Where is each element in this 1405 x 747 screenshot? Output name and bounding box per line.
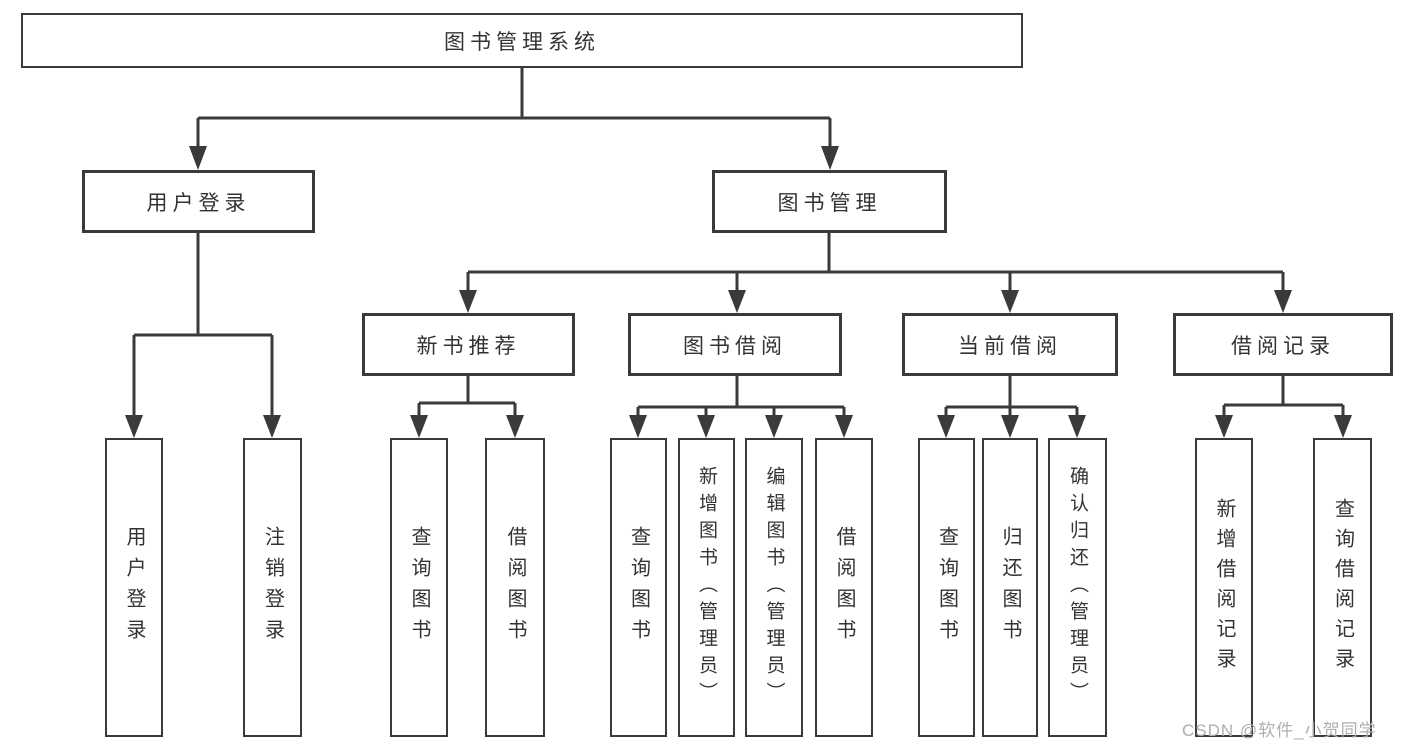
watermark: CSDN @软件_小贺同学: [1182, 721, 1377, 740]
leaf-confirm-return-admin: 确认归还（管理员）: [1048, 438, 1107, 737]
connector-elbows: [132, 68, 1345, 416]
node-borrowing-records: 借阅记录: [1173, 313, 1393, 376]
leaf-add-books-admin: 新增图书（管理员）: [678, 438, 735, 737]
node-book-management: 图书管理: [712, 170, 947, 233]
node-user-login: 用户登录: [82, 170, 315, 233]
leaf-borrow-books-recommend: 借阅图书: [485, 438, 545, 737]
leaf-return-books: 归还图书: [982, 438, 1038, 737]
node-root: 图书管理系统: [21, 13, 1023, 68]
leaf-query-books-borrowing: 查询图书: [610, 438, 667, 737]
leaf-logout: 注销登录: [243, 438, 302, 737]
leaf-query-borrow-record: 查询借阅记录: [1313, 438, 1372, 737]
node-new-book-recommendation: 新书推荐: [362, 313, 575, 376]
leaf-add-borrow-record: 新增借阅记录: [1195, 438, 1253, 737]
leaf-borrow-books: 借阅图书: [815, 438, 873, 737]
node-book-borrowing: 图书借阅: [628, 313, 842, 376]
leaf-edit-books-admin: 编辑图书（管理员）: [745, 438, 803, 737]
leaf-query-books-recommend: 查询图书: [390, 438, 448, 737]
arrowhead-icons: [125, 146, 1352, 438]
node-current-borrowing: 当前借阅: [902, 313, 1118, 376]
leaf-user-login: 用户登录: [105, 438, 163, 737]
leaf-query-books-current: 查询图书: [918, 438, 975, 737]
